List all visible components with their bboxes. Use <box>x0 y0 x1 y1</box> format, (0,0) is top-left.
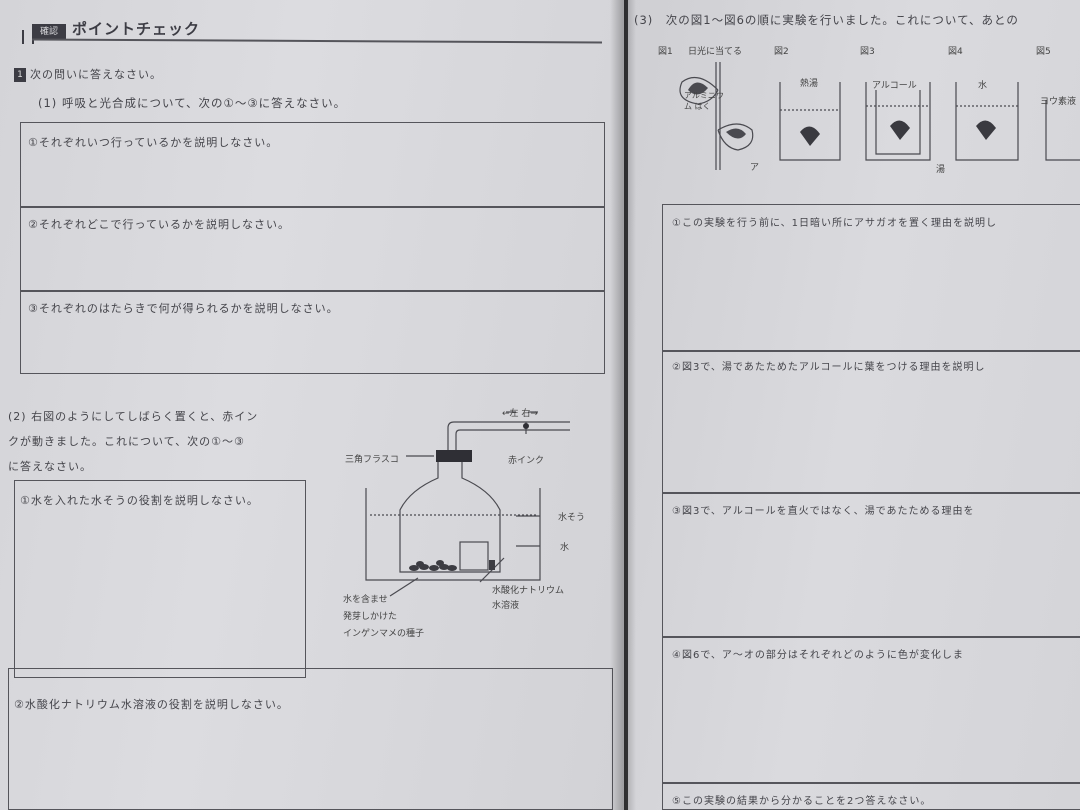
q3-row-divider-3 <box>662 636 1080 638</box>
q3-answer-box-2-prompt: ②図3で、湯であたためたアルコールに葉をつける理由を説明し <box>672 362 986 373</box>
leaf-2 <box>717 123 754 151</box>
fig-1-label: 図1 <box>658 47 673 57</box>
red-ink-drop <box>523 423 529 429</box>
experiment-figures <box>679 62 1080 170</box>
fig-3-alcohol-label: アルコール <box>872 81 917 91</box>
q3-row-divider-2 <box>662 492 1080 494</box>
diagram-direction-label: ←左 右→ <box>502 409 538 419</box>
fig-3-label: 図3 <box>860 47 875 57</box>
q1-answer-box-2-prompt: ②それぞれどこで行っているかを説明しなさい。 <box>28 218 290 231</box>
q2-prompt-line-2: クが動きました。これについて、次の①～③ <box>8 435 245 448</box>
book-gutter-shadow <box>610 0 636 810</box>
q3-answer-box-5-prompt: ⑤この実験の結果から分かることを2つ答えなさい。 <box>672 796 932 807</box>
q3-answer-box-3-prompt: ③図3で、アルコールを直火ではなく、湯であたためる理由を <box>672 506 975 517</box>
fig-5-label: 図5 <box>1036 47 1051 57</box>
beaker-water <box>955 82 1019 161</box>
q3-answer-box-1-prompt: ①この実験を行う前に、1日暗い所にアサガオを置く理由を説明し <box>672 218 998 229</box>
q3-row-divider-4 <box>662 782 1080 784</box>
q2-prompt-line-3: に答えなさい。 <box>8 460 92 473</box>
q3-row-divider-1 <box>662 350 1080 352</box>
q1-instruction: 次の問いに答えなさい。 <box>30 68 162 81</box>
page-title: ポイントチェック <box>72 20 201 38</box>
flask-outline <box>399 458 501 573</box>
inner-beaker-alcohol <box>875 90 921 155</box>
leaf-1-fill <box>688 82 708 95</box>
q1-answer-area-3[interactable] <box>24 318 594 368</box>
leaf-in-hot-water <box>800 126 820 146</box>
diagram-seeds-line-2: 発芽しかけた <box>343 612 398 622</box>
diagram-seeds-line-3: インゲンマメの種子 <box>343 629 425 639</box>
question-1-badge: 1 <box>14 68 26 82</box>
q1-answer-area-1[interactable] <box>24 150 594 200</box>
fig-2-label: 図2 <box>774 47 789 57</box>
fig-4-label: 図4 <box>948 47 963 57</box>
diagram-naoh-label: 水酸化ナトリウム 水溶液 <box>492 584 564 614</box>
q1-part1-prompt: (1) 呼吸と光合成について、次の①～③に答えなさい。 <box>38 96 347 110</box>
diagram-seeds-line-1: 水を含ませ <box>343 595 388 605</box>
q3-answer-area-4[interactable] <box>668 664 1078 774</box>
diagram-naoh-line-1: 水酸化ナトリウム <box>492 586 565 596</box>
rubber-stopper <box>436 450 472 462</box>
diagram-naoh-line-2: 水溶液 <box>492 601 520 611</box>
q2-answer-box-1[interactable] <box>14 480 306 678</box>
fig-5-iodine-label: ヨウ素液 <box>1040 97 1077 107</box>
q1-row-divider-1 <box>20 206 605 208</box>
outer-beaker <box>865 82 931 161</box>
section-badge: 確認 <box>32 24 66 40</box>
diagram-water-label: 水 <box>560 543 570 553</box>
q2-prompt-line-1: (2) 右図のようにしてしばらく置くと、赤イン <box>8 410 259 423</box>
q3-prompt: (3) 次の図1～図6の順に実験を行いました。これについて、あとの <box>634 13 1019 27</box>
q1-answer-area-2[interactable] <box>24 234 594 284</box>
q1-answer-box-1-prompt: ①それぞれいつ行っているかを説明しなさい。 <box>28 136 279 149</box>
q2-answer-box-2[interactable] <box>8 668 613 810</box>
fig-2-hot-water-label: 熱湯 <box>800 79 819 89</box>
fig-3-hot-label: 湯 <box>936 165 946 175</box>
fig-4-water-label: 水 <box>978 81 988 91</box>
q2-answer-box-1-prompt: ①水を入れた水そうの役割を説明しなさい。 <box>20 494 259 507</box>
seeds-cluster <box>409 560 457 571</box>
beaker-hot-water <box>779 82 841 161</box>
glass-tube <box>447 421 570 458</box>
q3-answer-box-4-prompt: ④図6で、ア～オの部分はそれぞれどのように色が変化しま <box>672 650 964 661</box>
fig-1-foil-label: アルミニウム はく <box>684 91 724 111</box>
diagram-flask-label: 三角フラスコ <box>345 455 399 465</box>
diagram-tank-label: 水そう <box>558 513 586 523</box>
leader-seeds <box>389 577 419 597</box>
leaf-in-water <box>976 120 996 140</box>
leaf-in-alcohol <box>890 120 910 140</box>
naoh-solution-mark <box>489 560 495 570</box>
left-page: 確認 ポイントチェック 1 次の問いに答えなさい。 (1) 呼吸と光合成について… <box>0 0 624 810</box>
leaf-2-fill <box>726 128 746 139</box>
glass-tube-inner <box>455 429 570 458</box>
q3-answer-area-2[interactable] <box>668 376 1078 486</box>
leaf-1 <box>679 76 719 105</box>
naoh-container <box>459 541 489 571</box>
diagram-seeds-label: 水を含ませ 発芽しかけた インゲンマメの種子 <box>343 592 424 643</box>
fig-1-small-label: ア <box>750 163 760 173</box>
respiration-apparatus-diagram <box>365 411 570 597</box>
water-tank-outline <box>365 488 541 581</box>
fig-1-caption: 日光に当てる <box>688 47 743 57</box>
q3-answer-area-3[interactable] <box>668 520 1078 630</box>
title-rule <box>31 38 602 43</box>
q2-prompt: (2) 右図のようにしてしばらく置くと、赤イン クが動きました。これについて、次… <box>8 404 258 479</box>
q3-answer-area-1[interactable] <box>668 232 1078 342</box>
q1-answer-table <box>20 122 605 374</box>
dish-iodine <box>1045 100 1080 161</box>
q2-answer-box-2-prompt: ②水酸化ナトリウム水溶液の役割を説明しなさい。 <box>14 698 289 711</box>
q1-row-divider-2 <box>20 290 605 292</box>
diagram-ink-label: 赤インク <box>508 456 545 466</box>
q1-answer-box-3-prompt: ③それぞれのはたらきで何が得られるかを説明しなさい。 <box>28 302 339 315</box>
right-page: (3) 次の図1～図6の順に実験を行いました。これについて、あとの 図1 日光に… <box>628 0 1080 810</box>
